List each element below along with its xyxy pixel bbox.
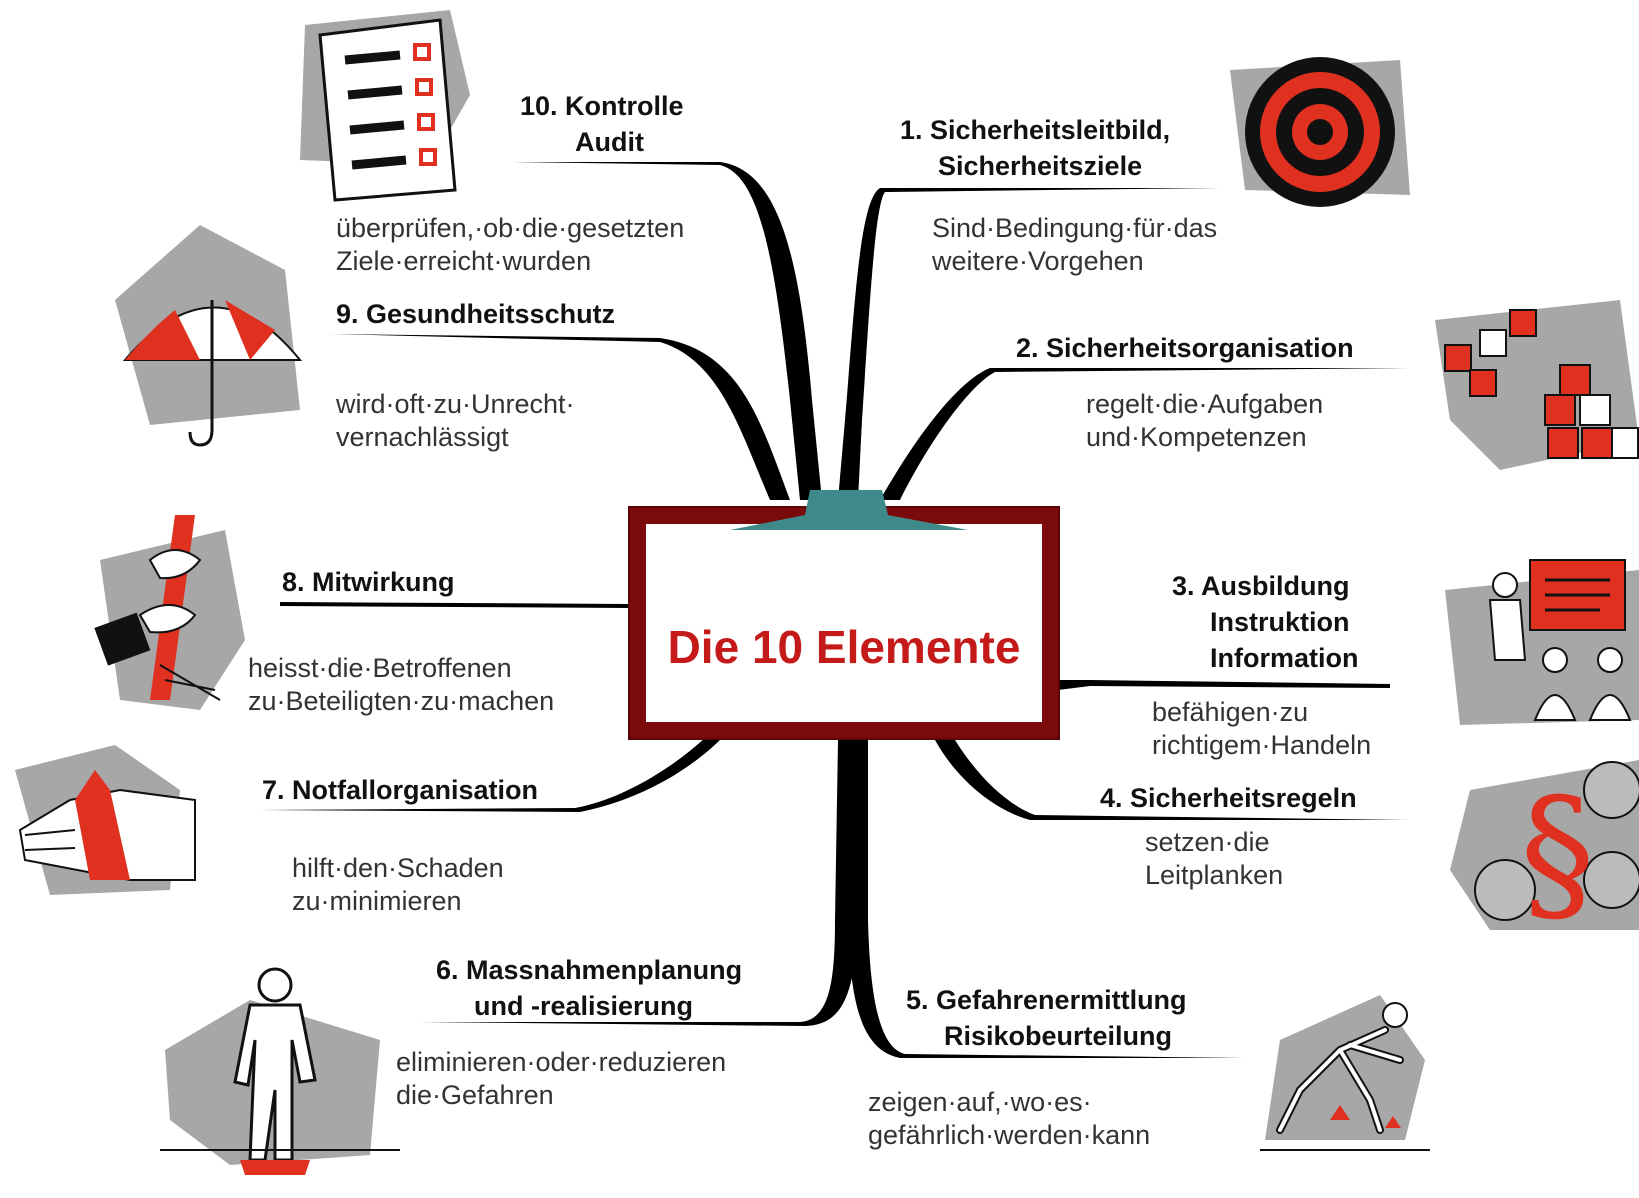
title-line: 3. Ausbildung	[1172, 571, 1350, 601]
title-line: 2. Sicherheitsorganisation	[1016, 333, 1354, 363]
desc-line: befähigen·zu	[1152, 697, 1309, 727]
title-line: und -realisierung	[474, 991, 694, 1021]
target-icon	[1230, 57, 1410, 207]
title-line: 7. Notfallorganisation	[262, 775, 539, 805]
title-line: Audit	[575, 127, 644, 157]
presentation-icon	[1445, 559, 1639, 725]
desc-line: regelt·die·Aufgaben	[1086, 389, 1324, 419]
branch-8	[280, 602, 630, 608]
blocks-icon	[1435, 300, 1639, 470]
element-3-title-3: Information	[1210, 640, 1359, 677]
desc-line: wird·oft·zu·Unrecht·	[336, 389, 575, 419]
title-line: 9. Gesundheitsschutz	[336, 299, 616, 329]
umbrella-icon	[115, 225, 303, 447]
element-5-title-2: Risikobeurteilung	[944, 1018, 1172, 1055]
element-5-desc: zeigen·auf,·wo·es·gefährlich·werden·kann	[868, 1086, 1150, 1152]
element-7-title: 7. Notfallorganisation	[262, 772, 538, 809]
desc-line: hilft·den·Schaden	[292, 853, 504, 883]
desc-line: richtigem·Handeln	[1152, 730, 1372, 760]
branch-3	[1058, 680, 1390, 690]
title-line: Risikobeurteilung	[944, 1021, 1173, 1051]
svg-text:§: §	[1520, 767, 1595, 941]
desc-line: setzen·die	[1145, 827, 1270, 857]
element-2-title: 2. Sicherheitsorganisation	[1016, 330, 1354, 367]
desc-line: Ziele·erreicht·wurden	[336, 246, 592, 276]
desc-line: Leitplanken	[1145, 860, 1284, 890]
desc-line: eliminieren·oder·reduzieren	[396, 1047, 727, 1077]
desc-line: vernachlässigt	[336, 422, 509, 452]
falling-person-icon	[1260, 995, 1430, 1151]
title-line: Instruktion	[1210, 607, 1350, 637]
paragraph-icon: §	[1450, 760, 1639, 941]
rope-hands-icon	[94, 515, 245, 710]
desc-line: zu·Beteiligten·zu·machen	[248, 686, 555, 716]
title-line: 6. Massnahmenplanung	[436, 955, 743, 985]
desc-line: und·Kompetenzen	[1086, 422, 1307, 452]
title-line: 5. Gefahrenermittlung	[906, 985, 1187, 1015]
desc-line: heisst·die·Betroffenen	[248, 653, 512, 683]
checklist-icon	[300, 10, 470, 202]
element-9-desc: wird·oft·zu·Unrecht·vernachlässigt	[336, 388, 575, 454]
title-line: Information	[1210, 643, 1359, 673]
center-title: Die 10 Elemente	[667, 621, 1021, 673]
desc-line: Sind·Bedingung·für·das	[932, 213, 1218, 243]
desc-line: zeigen·auf,·wo·es·	[868, 1087, 1092, 1117]
desc-line: gefährlich·werden·kann	[868, 1120, 1151, 1150]
element-8-title: 8. Mitwirkung	[282, 564, 455, 601]
element-3-title-2: Instruktion	[1210, 604, 1350, 641]
standing-person-icon	[160, 967, 400, 1175]
title-line: 8. Mitwirkung	[282, 567, 455, 597]
element-10-title: 10. Kontrolle	[520, 88, 684, 125]
desc-line: überprüfen,·ob·die·gesetzten	[336, 213, 685, 243]
element-1-title-2: Sicherheitsziele	[938, 148, 1142, 185]
element-4-title: 4. Sicherheitsregeln	[1100, 780, 1357, 817]
title-line: Sicherheitsziele	[938, 151, 1143, 181]
title-line: 10. Kontrolle	[520, 91, 684, 121]
desc-line: weitere·Vorgehen	[932, 246, 1144, 276]
element-5-title: 5. Gefahrenermittlung	[906, 982, 1187, 1019]
desc-line: zu·minimieren	[292, 886, 462, 916]
element-10-title-2: Audit	[575, 124, 644, 161]
center-board	[630, 508, 1058, 738]
title-line: 1. Sicherheitsleitbild,	[900, 115, 1171, 145]
element-1-title: 1. Sicherheitsleitbild,	[900, 112, 1170, 149]
element-3-title: 3. Ausbildung	[1172, 568, 1350, 605]
title-line: 4. Sicherheitsregeln	[1100, 783, 1357, 813]
bandaged-hand-icon	[15, 745, 196, 895]
element-9-title: 9. Gesundheitsschutz	[336, 296, 615, 333]
element-6-title-2: und -realisierung	[474, 988, 693, 1025]
desc-line: die·Gefahren	[396, 1080, 554, 1110]
element-6-title: 6. Massnahmenplanung	[436, 952, 742, 989]
branch-1	[838, 188, 1220, 500]
